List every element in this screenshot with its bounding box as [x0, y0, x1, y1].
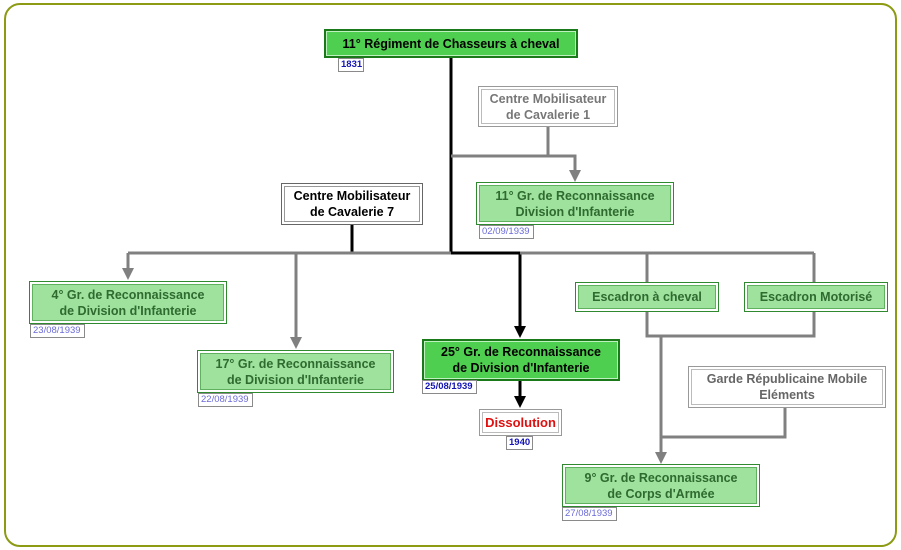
- node-centre-mobilisateur-1: Centre Mobilisateur de Cavalerie 1: [478, 86, 618, 127]
- date-9-gr: 27/08/1939: [562, 507, 617, 521]
- garde-to-gr9-line: [661, 408, 787, 439]
- date-dissolution: 1940: [506, 436, 533, 450]
- node-25-gr: 25° Gr. de Reconnaissance de Division d'…: [422, 339, 620, 381]
- date-25-gr: 25/08/1939: [422, 380, 477, 394]
- arrow-gr4: [122, 268, 134, 280]
- arrow-dissolution: [514, 396, 526, 408]
- node-centre-mobilisateur-7: Centre Mobilisateur de Cavalerie 7: [281, 183, 423, 225]
- node-garde-republicaine: Garde Républicaine Mobile Eléments: [688, 366, 886, 408]
- node-4-gr: 4° Gr. de Reconnaissance de Division d'I…: [29, 281, 227, 324]
- date-4-gr: 23/08/1939: [30, 324, 85, 338]
- escadrons-join-line: [645, 312, 816, 338]
- node-escadron-motorise: Escadron Motorisé: [744, 282, 888, 312]
- arrow-gr9: [655, 452, 667, 464]
- to-gr11-line: [451, 154, 577, 171]
- arrow-gr25: [514, 326, 526, 338]
- grey-lines: [126, 126, 816, 452]
- arrow-gr11: [569, 170, 581, 182]
- node-regiment: 11° Régiment de Chasseurs à cheval: [324, 29, 578, 58]
- node-9-gr: 9° Gr. de Reconnaissance de Corps d'Armé…: [562, 464, 760, 507]
- node-dissolution: Dissolution: [479, 409, 562, 436]
- date-11-gr: 02/09/1939: [479, 225, 534, 239]
- date-17-gr: 22/08/1939: [198, 393, 253, 407]
- node-11-gr: 11° Gr. de Reconnaissance Division d'Inf…: [476, 182, 674, 225]
- node-escadron-a-cheval: Escadron à cheval: [575, 282, 719, 312]
- node-17-gr: 17° Gr. de Reconnaissance de Division d'…: [197, 350, 394, 393]
- arrow-gr17: [290, 337, 302, 349]
- date-regiment: 1831: [338, 58, 364, 72]
